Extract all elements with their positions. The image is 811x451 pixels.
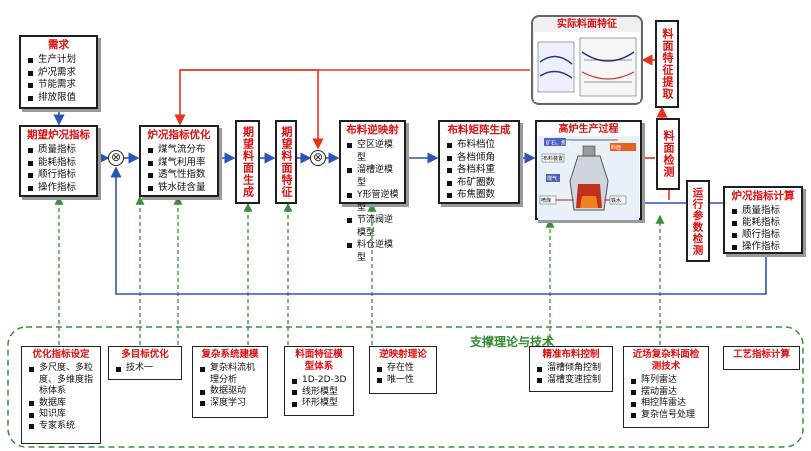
bf-process-title: 高炉生产过程 — [558, 124, 619, 135]
support-item: 知识库 — [26, 409, 96, 421]
condition-calc-title: 炉况指标计算 — [731, 190, 795, 202]
support-item: 1D-2D-3D — [289, 375, 349, 387]
summing-junction-1: ⊗ — [108, 150, 124, 166]
blast-furnace-illustration: 矿石、焦炭 料面 布料装置 煤气 喷煤 铁水 — [538, 136, 639, 220]
support-item: 相控阵雷达 — [628, 398, 704, 410]
support-section-title: 支撑理论与技术 — [470, 335, 555, 349]
support-box: 近场复杂料面检测技术 阵列雷达 摆动雷达 相控阵雷达 复杂信号处理 — [623, 346, 709, 428]
support-box: 逆映射理论 存在性 唯一性 — [369, 346, 437, 394]
hot-metal-label: 铁水 — [611, 197, 621, 204]
support-box: 优化指标设定 多尺度、多粒度、多维度指标体系 数据库 知识库 专家系统 — [21, 346, 101, 444]
support-box: 料面特征模型体系 1D-2D-3D 线形模型 环形模型 — [284, 346, 354, 416]
condition-calc-item: 质量指标 — [729, 205, 797, 217]
condition-calc-box: 炉况指标计算 质量指标 能耗指标 顺行指标 操作指标 — [723, 186, 803, 254]
support-box: 多目标优化 技术一 — [108, 346, 182, 380]
support-title: 复杂系统建模 — [201, 349, 259, 360]
demand-item: 节能需求 — [25, 79, 92, 92]
furnace-opt-item: 透气性指数 — [145, 169, 213, 182]
charging-matrix-item: 布料档位 — [444, 139, 514, 152]
furnace-opt-item: 煤气利用率 — [145, 157, 213, 170]
op-param-detect-box: 运行参数检测 — [686, 180, 710, 262]
expected-condition-box: 期望炉况指标 质量指标 能耗指标 顺行指标 操作指标 — [19, 125, 98, 197]
charging-inverse-item: Y形管逆模型 — [344, 189, 401, 214]
charging-inverse-item: 节流阀逆模型 — [344, 214, 401, 239]
demand-title: 需求 — [48, 39, 69, 51]
support-title: 逆映射理论 — [379, 349, 427, 360]
charging-inverse-box: 布料逆映射 空区逆模型 溜槽逆模型 Y形管逆模型 节流阀逆模型 料仓逆模型 — [339, 120, 406, 263]
furnace-opt-item: 煤气流分布 — [145, 144, 213, 157]
support-item: 存在性 — [374, 363, 432, 375]
demand-item: 生产计划 — [25, 54, 92, 67]
charging-inverse-item: 空区逆模型 — [344, 139, 401, 164]
support-title: 精准布料控制 — [542, 349, 600, 360]
furnace-opt-box: 炉况指标优化 煤气流分布 煤气利用率 透气性指数 铁水硅含量 — [139, 125, 219, 197]
support-item: 线形模型 — [289, 387, 349, 399]
demand-item: 排放限值 — [25, 92, 92, 105]
support-item: 数据库 — [26, 398, 96, 410]
support-title: 优化指标设定 — [32, 349, 90, 360]
expected-condition-item: 操作指标 — [25, 182, 92, 195]
furnace-opt-title: 炉况指标优化 — [147, 129, 211, 141]
charging-inverse-item: 料仓逆模型 — [344, 239, 401, 264]
support-item: 深度学习 — [197, 398, 263, 410]
support-item: 溜槽变速控制 — [534, 375, 608, 387]
condition-calc-item: 能耗指标 — [729, 217, 797, 229]
charging-inverse-item: 溜槽逆模型 — [344, 164, 401, 189]
support-item: 环形模型 — [289, 398, 349, 410]
charging-matrix-item: 各档倾角 — [444, 152, 514, 165]
support-item: 阵列雷达 — [628, 375, 704, 387]
expected-condition-item: 质量指标 — [25, 144, 92, 157]
expected-surface-feature-box: 期望料面特征 — [275, 120, 297, 204]
expected-condition-title: 期望炉况指标 — [27, 129, 90, 141]
summing-junction-2: ⊗ — [310, 150, 326, 166]
expected-condition-item: 顺行指标 — [25, 169, 92, 182]
support-title: 料面特征模型体系 — [295, 349, 343, 372]
charging-matrix-item: 各档料重 — [444, 164, 514, 177]
demand-box: 需求 生产计划 炉况需求 节能需求 排放限值 — [19, 35, 98, 109]
support-item: 技术一 — [113, 363, 177, 375]
support-box: 工艺指标计算 — [723, 346, 800, 370]
charging-inverse-title: 布料逆映射 — [346, 124, 399, 136]
support-item: 唯一性 — [374, 375, 432, 387]
condition-calc-item: 顺行指标 — [729, 229, 797, 241]
gas-label: 煤气 — [547, 175, 557, 182]
support-title: 多目标优化 — [121, 349, 169, 360]
furnace-opt-item: 铁水硅含量 — [145, 182, 213, 195]
support-item: 专家系统 — [26, 421, 96, 433]
support-item: 复杂信号处理 — [628, 410, 704, 422]
actual-surface-title: 实际料面特征 — [557, 19, 617, 30]
surface-feature-extract-box: 料面特征提取 — [655, 20, 679, 108]
expected-surface-gen-box: 期望料面生成 — [235, 120, 260, 204]
charging-matrix-title: 布料矩阵生成 — [447, 124, 511, 136]
support-item: 数据驱动 — [197, 386, 263, 398]
demand-item: 炉况需求 — [25, 67, 92, 80]
support-item: 溜槽倾角控制 — [534, 363, 608, 375]
surface-profile-illustration — [534, 32, 640, 102]
charging-matrix-box: 布料矩阵生成 布料档位 各档倾角 各档料重 布矿圈数 布焦圈数 — [438, 120, 520, 204]
support-item: 复杂料流机理分析 — [197, 363, 263, 386]
support-box: 精准布料控制 溜槽倾角控制 溜槽变速控制 — [529, 346, 613, 392]
surface-detect-box: 料面检测 — [656, 118, 680, 190]
condition-calc-item: 操作指标 — [729, 241, 797, 253]
charging-matrix-item: 布矿圈数 — [444, 177, 514, 190]
bf-process-box: 高炉生产过程 矿石、焦炭 料面 布料装置 煤气 喷煤 铁水 — [535, 120, 642, 220]
surface-label: 料面 — [611, 144, 621, 151]
support-item: 多尺度、多粒度、多维度指标体系 — [26, 363, 96, 398]
support-item: 摆动雷达 — [628, 387, 704, 399]
ore-coke-label: 矿石、焦炭 — [546, 140, 571, 147]
support-box: 复杂系统建模 复杂料流机理分析 数据驱动 深度学习 — [192, 346, 268, 418]
charging-device-label: 布料装置 — [543, 155, 563, 162]
coal-injection-label: 喷煤 — [541, 197, 551, 204]
support-title: 近场复杂料面检测技术 — [632, 349, 700, 372]
charging-matrix-item: 布焦圈数 — [444, 189, 514, 202]
support-title: 工艺指标计算 — [732, 349, 790, 360]
actual-surface-box: 实际料面特征 — [531, 15, 643, 105]
expected-condition-item: 能耗指标 — [25, 157, 92, 170]
